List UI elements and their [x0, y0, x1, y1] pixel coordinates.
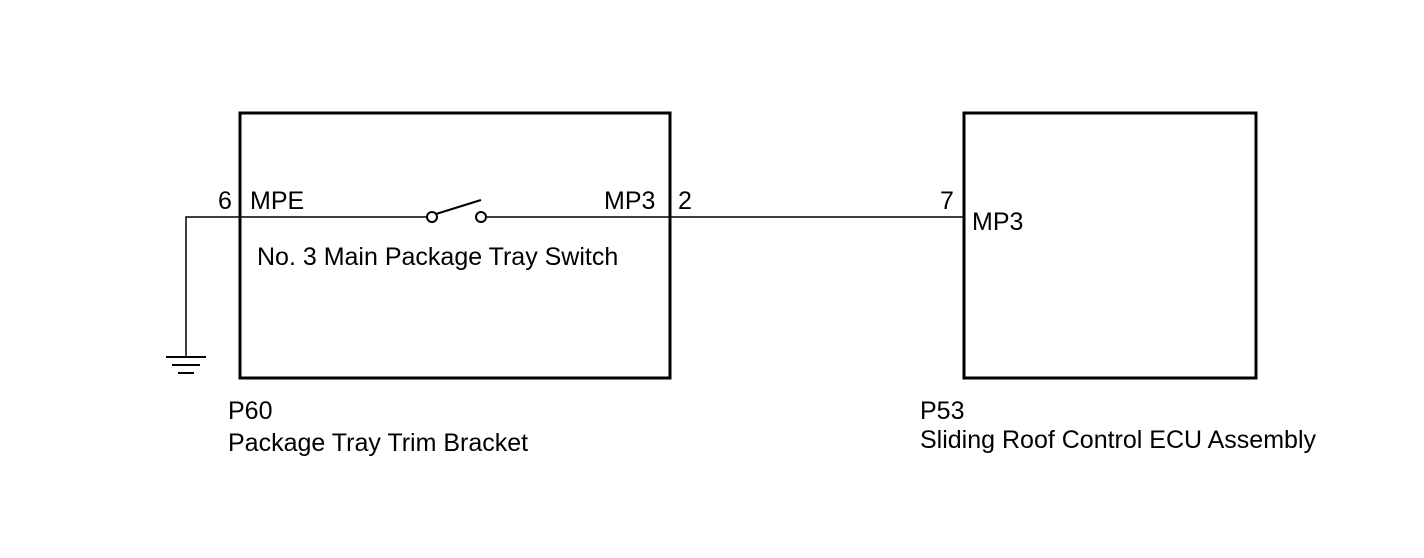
- p53-connector-code: P53: [920, 397, 965, 425]
- switch-icon: [426, 199, 487, 223]
- p60-pin-6-name: MPE: [250, 187, 305, 215]
- p53-pin-7-name: MP3: [972, 208, 1024, 236]
- p60-pin-2-number: 2: [678, 187, 692, 215]
- p60-pin-2-name: MP3: [604, 187, 656, 215]
- p60-component-box: [238, 111, 672, 380]
- p53-component-box: [962, 111, 1258, 380]
- wire-p60-6-to-ground: [185, 216, 240, 357]
- p53-component-name: Sliding Roof Control ECU Assembly: [920, 426, 1316, 454]
- p60-pin-6-number: 6: [218, 187, 232, 215]
- p60-component-name: Package Tray Trim Bracket: [228, 429, 529, 457]
- p53-pin-7-number: 7: [940, 187, 954, 215]
- switch-label: No. 3 Main Package Tray Switch: [257, 243, 619, 271]
- ground-icon: [166, 356, 206, 374]
- p60-connector-code: P60: [228, 397, 273, 425]
